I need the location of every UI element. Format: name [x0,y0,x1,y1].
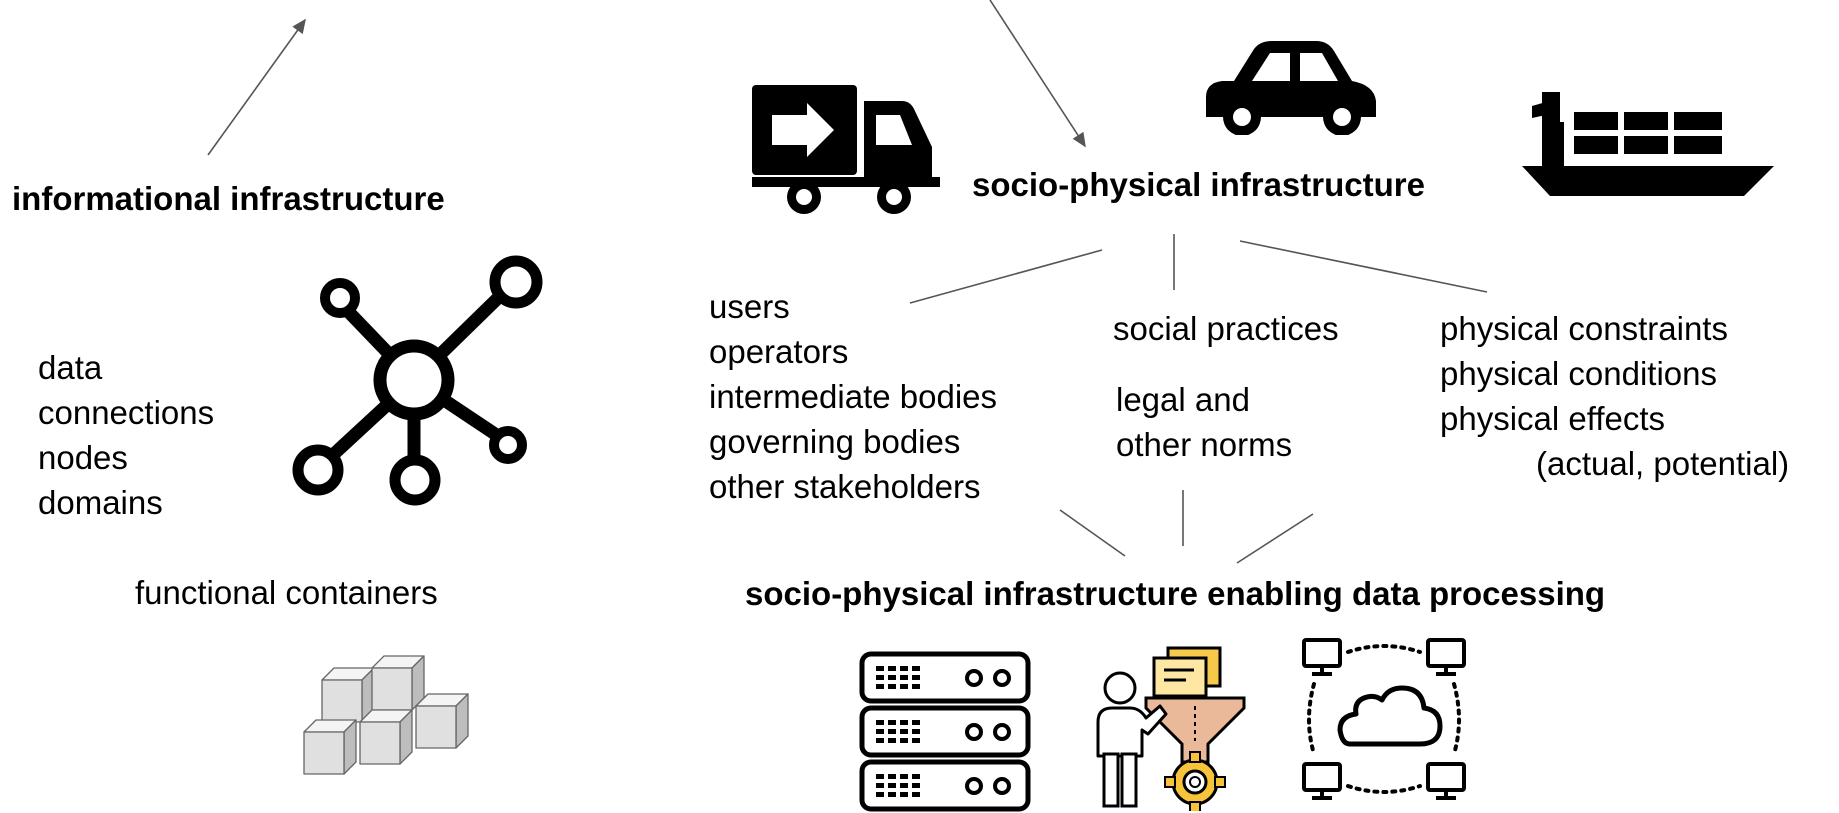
physical-list: physical constraints physical conditions… [1440,306,1728,441]
network-hub-icon [292,255,543,506]
informational-infrastructure-title: informational infrastructure [12,180,445,217]
data-funnel-person-icon [1096,646,1246,811]
cloud-network-icon [1302,638,1466,800]
norms-label: legal and other norms [1116,377,1292,467]
functional-containers-label: functional containers [135,574,438,611]
info-item: connections [38,394,215,431]
social-practices-label: social practices [1113,310,1339,347]
physical-item: physical constraints [1440,310,1728,347]
actor-item: users [709,288,790,325]
actor-item: operators [709,333,849,370]
info-item: domains [38,484,163,521]
enabling-data-processing-title: socio-physical infrastructure enabling d… [745,575,1606,612]
informational-items-list: data connections nodes domains [38,345,214,525]
cubes-icon [303,655,469,775]
info-item: data [38,349,103,386]
join-line-right [1236,513,1314,564]
actors-list: users operators intermediate bodies gove… [709,284,997,509]
truck-icon [752,85,940,214]
arrow-down-center [989,0,1086,148]
physical-item: physical conditions [1440,355,1717,392]
actor-item: intermediate bodies [709,378,998,415]
arrow-up-left [207,18,306,156]
branch-line-left [909,249,1103,304]
info-item: nodes [38,439,128,476]
branch-line-right [1239,240,1488,293]
norms-line: legal and [1116,381,1250,418]
actor-item: other stakeholders [709,468,981,505]
join-line-left [1059,509,1126,557]
actor-item: governing bodies [709,423,961,460]
cargo-ship-icon [1522,92,1774,196]
norms-line: other norms [1116,426,1293,463]
physical-effects-note: (actual, potential) [1536,445,1790,482]
physical-item: physical effects [1440,400,1666,437]
server-rack-icon [859,651,1031,812]
socio-physical-infrastructure-title: socio-physical infrastructure [972,166,1425,203]
car-icon [1206,41,1376,135]
